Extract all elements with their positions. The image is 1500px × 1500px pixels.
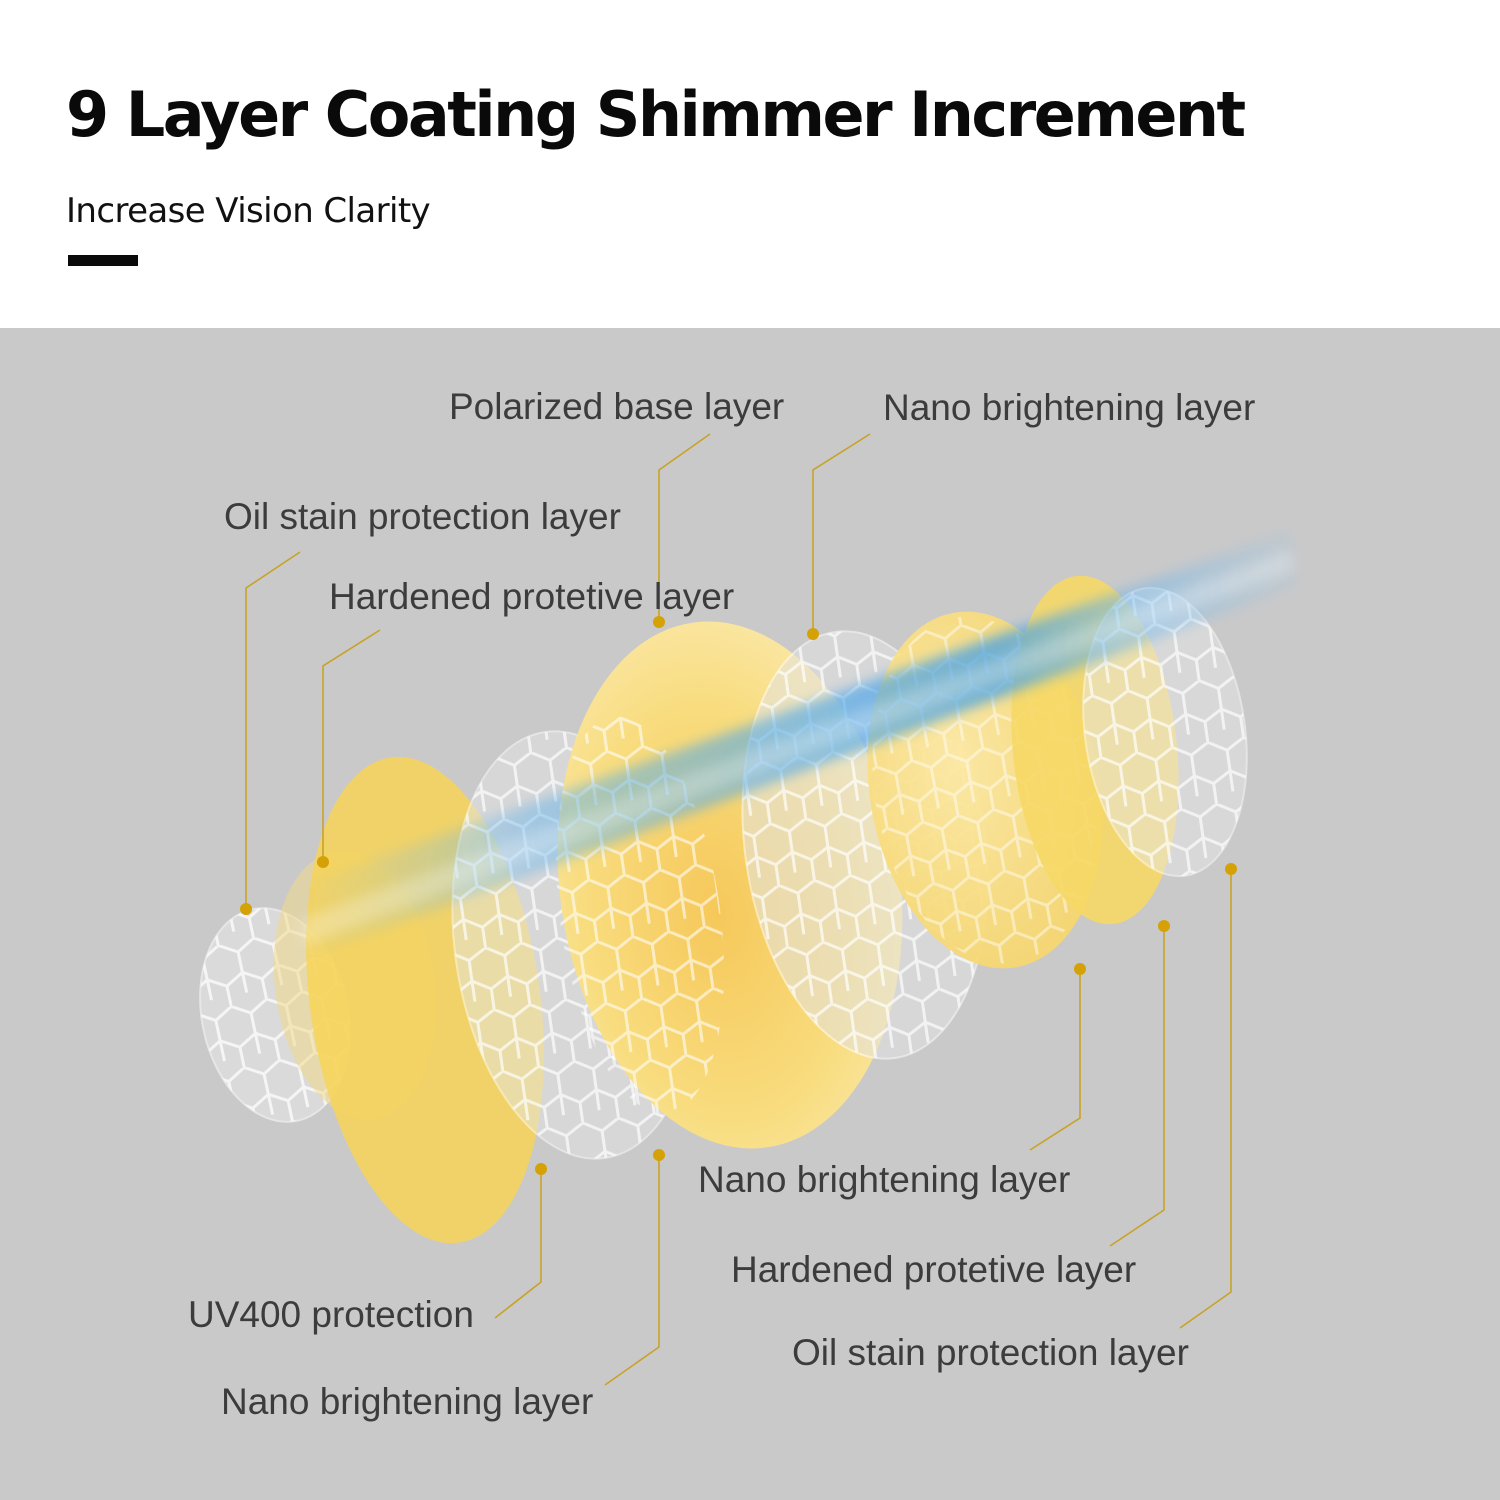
- page-title: 9 Layer Coating Shimmer Increment: [66, 78, 1246, 151]
- label-hardened-left: Hardened protetive layer: [329, 576, 735, 617]
- label-hardened-right: Hardened protetive layer: [731, 1249, 1137, 1290]
- label-polarized-base: Polarized base layer: [449, 386, 785, 427]
- leader-lines: [245, 433, 1232, 1386]
- label-uv400: UV400 protection: [188, 1294, 474, 1335]
- label-nano-bottom-left: Nano brightening layer: [221, 1381, 594, 1422]
- label-oil-stain-right: Oil stain protection layer: [792, 1332, 1189, 1373]
- header: 9 Layer Coating Shimmer Increment Increa…: [0, 0, 1500, 328]
- label-nano-top: Nano brightening layer: [883, 387, 1256, 428]
- page-subtitle: Increase Vision Clarity: [66, 191, 431, 231]
- label-nano-bottom-right: Nano brightening layer: [698, 1159, 1071, 1200]
- lens-layer-diagram: Polarized base layer Nano brightening la…: [0, 328, 1500, 1500]
- lens-illustration: [199, 433, 1300, 1386]
- light-beam: [290, 530, 1300, 960]
- accent-underline: [68, 255, 138, 266]
- leader-dots: [240, 616, 1237, 1175]
- label-oil-stain-left: Oil stain protection layer: [224, 496, 621, 537]
